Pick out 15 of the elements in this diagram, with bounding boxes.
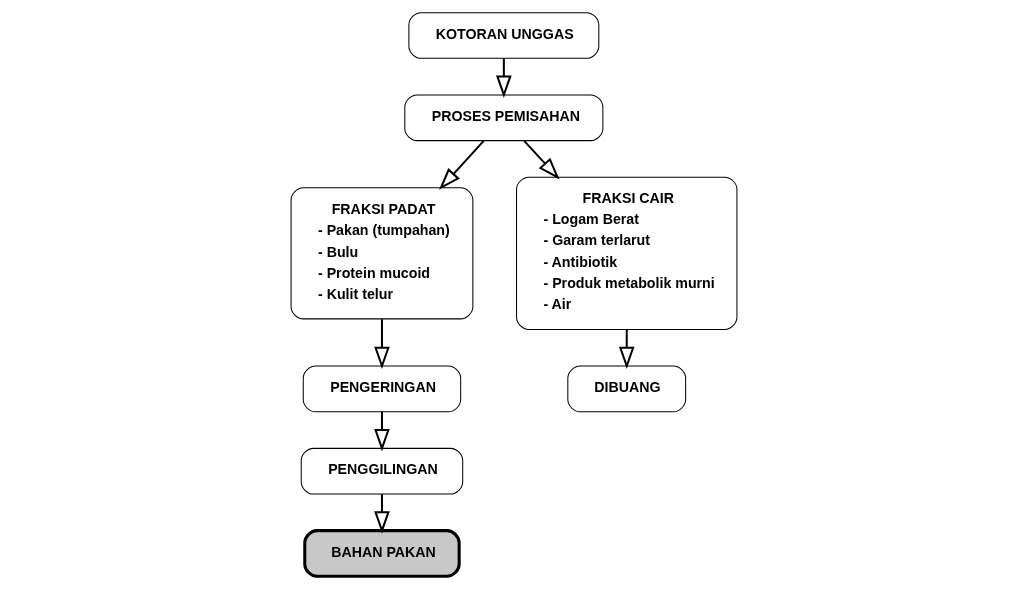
arrow — [373, 319, 390, 370]
node-box: FRAKSI PADAT - Pakan (tumpahan) - Bulu - Protein mucoid - Kulit telur — [290, 187, 473, 320]
arrow — [495, 58, 512, 98]
arrow — [438, 140, 484, 190]
node-box: DIBUANG — [566, 365, 686, 413]
node-box: FRAKSI CAIR - Logam Berat - Garam terlarut - Antibiotik - Produk metabolik murni - Air — [515, 176, 737, 331]
node-box: BAHAN PAKAN — [302, 529, 461, 578]
arrow — [373, 411, 390, 452]
node-box: KOTORAN UNGGAS — [407, 12, 599, 59]
node-box: PENGERINGAN — [302, 365, 461, 413]
node-box: PROSES PEMISAHAN — [403, 94, 603, 142]
arrow — [618, 329, 635, 370]
arrow — [373, 494, 390, 534]
node-box: PENGGILINGAN — [300, 447, 463, 495]
arrow — [522, 140, 560, 180]
